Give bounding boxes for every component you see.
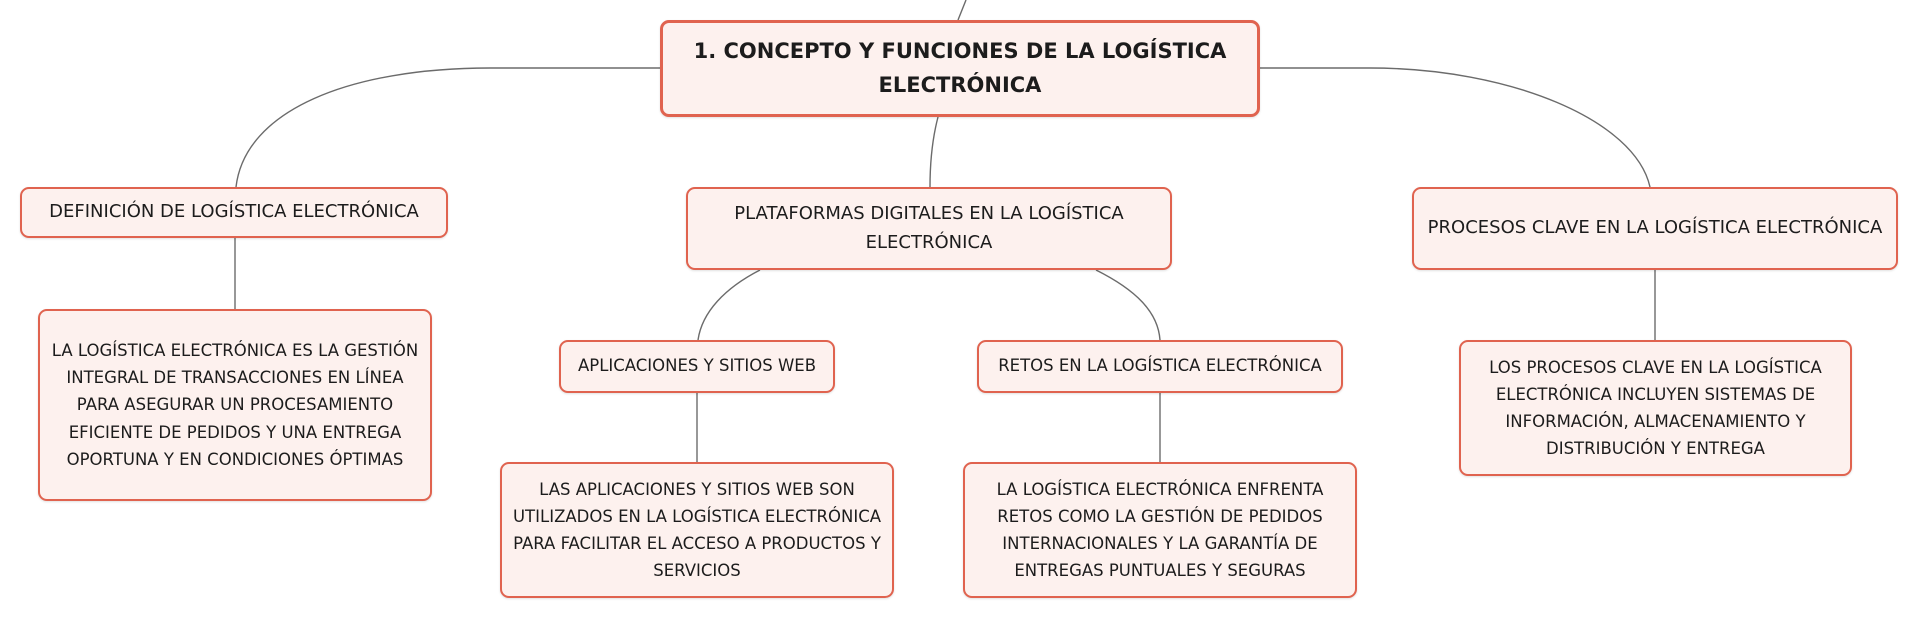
retos-detail-line: RETOS COMO LA GESTIÓN DE PEDIDOS: [997, 506, 1323, 526]
plataformas-node[interactable]: PLATAFORMAS DIGITALES EN LA LOGÍSTICA EL…: [686, 187, 1172, 270]
aplicaciones-title: APLICACIONES Y SITIOS WEB: [577, 356, 817, 376]
retos-detail-node[interactable]: LA LOGÍSTICA ELECTRÓNICA ENFRENTA RETOS …: [963, 462, 1357, 598]
procesos-detail-line: ELECTRÓNICA INCLUYEN SISTEMAS DE: [1495, 384, 1816, 404]
procesos-detail-node[interactable]: LOS PROCESOS CLAVE EN LA LOGÍSTICA ELECT…: [1459, 340, 1852, 476]
aplicaciones-detail-line: PARA FACILITAR EL ACCESO A PRODUCTOS Y: [513, 534, 881, 553]
root-topic-line: 1. CONCEPTO Y FUNCIONES DE LA LOGÍSTICA: [693, 38, 1227, 63]
plataformas-text: PLATAFORMAS DIGITALES EN LA LOGÍSTICA EL…: [734, 200, 1124, 257]
procesos-title: PROCESOS CLAVE EN LA LOGÍSTICA ELECTRÓNI…: [1427, 217, 1883, 239]
aplicaciones-detail-node[interactable]: LAS APLICACIONES Y SITIOS WEB SON UTILIZ…: [500, 462, 894, 598]
connector-root-to-plataformas: [929, 116, 939, 188]
definicion-detail-line: PARA ASEGURAR UN PROCESAMIENTO: [76, 395, 394, 415]
procesos-node[interactable]: PROCESOS CLAVE EN LA LOGÍSTICA ELECTRÓNI…: [1412, 187, 1898, 270]
definicion-detail-node[interactable]: LA LOGÍSTICA ELECTRÓNICA ES LA GESTIÓN I…: [38, 309, 432, 501]
retos-detail-line: ENTREGAS PUNTUALES Y SEGURAS: [1014, 561, 1306, 581]
aplicaciones-node[interactable]: APLICACIONES Y SITIOS WEB: [559, 340, 835, 393]
aplicaciones-detail-line: UTILIZADOS EN LA LOGÍSTICA ELECTRÓNICA: [512, 506, 882, 526]
root-topic-node[interactable]: 1. CONCEPTO Y FUNCIONES DE LA LOGÍSTICA …: [660, 20, 1260, 117]
definicion-detail-text: LA LOGÍSTICA ELECTRÓNICA ES LA GESTIÓN I…: [52, 337, 418, 472]
connector-plataformas-to-retos: [1095, 269, 1161, 341]
definicion-detail-line: EFICIENTE DE PEDIDOS Y UNA ENTREGA: [68, 422, 402, 442]
plataformas-line: ELECTRÓNICA: [865, 231, 993, 253]
definicion-detail-line: LA LOGÍSTICA ELECTRÓNICA ES LA GESTIÓN: [51, 341, 419, 361]
procesos-detail-line: INFORMACIÓN, ALMACENAMIENTO Y: [1505, 412, 1806, 431]
aplicaciones-detail-line: SERVICIOS: [653, 561, 741, 581]
definicion-title: DEFINICIÓN DE LOGÍSTICA ELECTRÓNICA: [49, 201, 419, 223]
retos-detail-line: LA LOGÍSTICA ELECTRÓNICA ENFRENTA: [996, 479, 1324, 499]
aplicaciones-detail-text: LAS APLICACIONES Y SITIOS WEB SON UTILIZ…: [513, 476, 881, 584]
retos-title: RETOS EN LA LOGÍSTICA ELECTRÓNICA: [998, 356, 1322, 376]
retos-detail-text: LA LOGÍSTICA ELECTRÓNICA ENFRENTA RETOS …: [997, 476, 1324, 584]
root-topic-text: 1. CONCEPTO Y FUNCIONES DE LA LOGÍSTICA …: [694, 35, 1227, 102]
procesos-detail-text: LOS PROCESOS CLAVE EN LA LOGÍSTICA ELECT…: [1489, 354, 1822, 462]
retos-detail-line: INTERNACIONALES Y LA GARANTÍA DE: [1002, 534, 1318, 553]
plataformas-line: PLATAFORMAS DIGITALES EN LA LOGÍSTICA: [734, 203, 1124, 225]
definicion-detail-line: OPORTUNA Y EN CONDICIONES ÓPTIMAS: [66, 449, 404, 469]
definicion-node[interactable]: DEFINICIÓN DE LOGÍSTICA ELECTRÓNICA: [20, 187, 448, 238]
connector-parent-to-root: [957, 0, 967, 21]
aplicaciones-detail-line: LAS APLICACIONES Y SITIOS WEB SON: [539, 479, 855, 499]
retos-node[interactable]: RETOS EN LA LOGÍSTICA ELECTRÓNICA: [977, 340, 1343, 393]
connector-root-to-procesos: [1260, 67, 1651, 188]
procesos-detail-line: DISTRIBUCIÓN Y ENTREGA: [1546, 439, 1765, 459]
connector-plataformas-to-aplicaciones: [697, 269, 761, 341]
connector-root-to-definicion: [235, 67, 660, 188]
root-topic-line: ELECTRÓNICA: [878, 72, 1042, 97]
procesos-detail-line: LOS PROCESOS CLAVE EN LA LOGÍSTICA: [1489, 357, 1822, 377]
definicion-detail-line: INTEGRAL DE TRANSACCIONES EN LÍNEA: [66, 368, 404, 388]
